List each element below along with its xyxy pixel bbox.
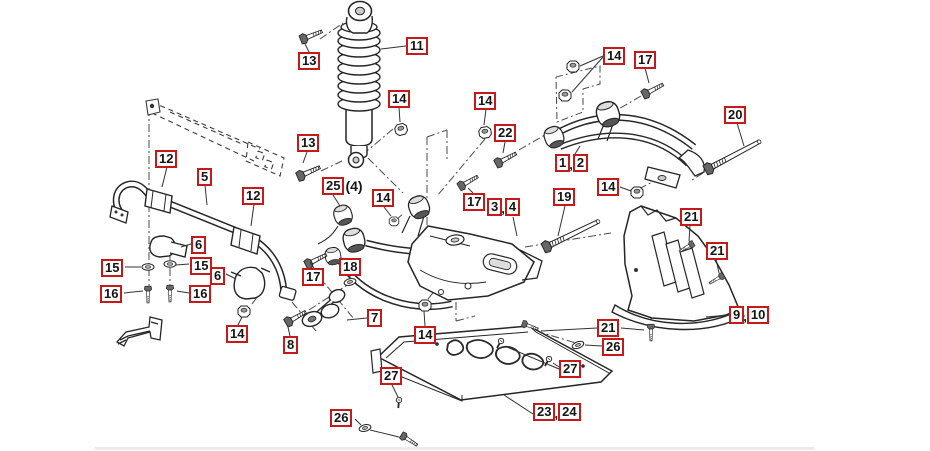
nut-14-upper-a-icon bbox=[566, 60, 580, 73]
nut-14-clamp-icon bbox=[237, 305, 251, 318]
screw-27-c-icon bbox=[394, 396, 403, 410]
upper-arm-drawing bbox=[541, 98, 706, 189]
stabilizer-bar-drawing bbox=[109, 180, 297, 301]
bolt-22-icon bbox=[492, 148, 519, 170]
washer-15-left-icon bbox=[141, 263, 155, 271]
nut-14-mid-icon bbox=[477, 125, 493, 140]
nut-14-bottom-icon bbox=[418, 299, 432, 312]
nut-14-arm-icon bbox=[388, 216, 400, 227]
bolt-16-right-icon bbox=[165, 284, 175, 303]
bar-bushing-right bbox=[230, 226, 261, 255]
nut-14-upper-b-icon bbox=[558, 89, 572, 102]
stabilizer-link-drawing bbox=[301, 288, 346, 328]
bolt-16-left-icon bbox=[143, 285, 153, 304]
bar-bushing-left bbox=[144, 188, 173, 214]
lower-arm-drawing bbox=[317, 192, 543, 311]
skid-plate-drawing bbox=[611, 205, 746, 331]
bolt-20-icon bbox=[702, 135, 764, 177]
nut-14-shock-icon bbox=[393, 122, 409, 137]
washer-26-right-icon bbox=[570, 339, 586, 351]
bolt-13-lower-icon bbox=[294, 161, 323, 183]
mud-guard-drawing bbox=[370, 325, 614, 402]
bolt-21-skid-icon bbox=[646, 323, 656, 342]
bushing-clamp-drawings bbox=[149, 235, 271, 300]
washer-15-right-icon bbox=[163, 260, 177, 268]
leader-lines bbox=[123, 43, 745, 438]
mud-guard-logo bbox=[435, 339, 585, 371]
bolt-13-upper-icon bbox=[298, 26, 325, 46]
bolt-17-upper-icon bbox=[639, 79, 666, 101]
frame-rail-drawing bbox=[145, 98, 285, 177]
spare-bushing-25 bbox=[331, 202, 356, 228]
nut-14-right-icon bbox=[630, 186, 644, 199]
foot-bracket-drawing bbox=[115, 316, 163, 347]
scan-edge bbox=[95, 447, 815, 450]
phantom-bracket-drawing bbox=[555, 65, 601, 123]
bolt-26-lower-icon bbox=[398, 430, 420, 450]
bolt-19-icon bbox=[540, 214, 603, 255]
shock-absorber-drawing bbox=[337, 0, 381, 169]
